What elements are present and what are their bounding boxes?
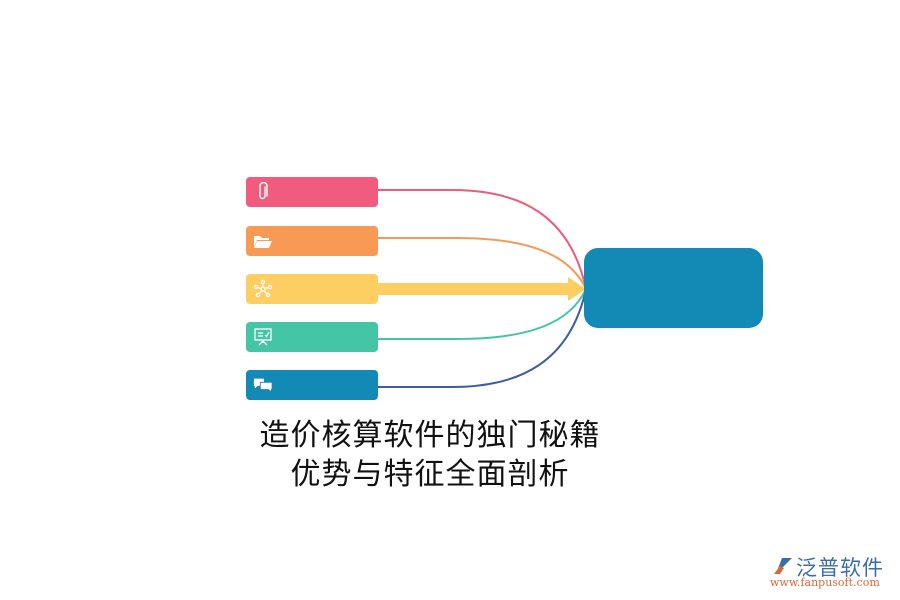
network-icon [253, 279, 273, 299]
fanpu-logo-icon [772, 554, 794, 576]
flow-node-4 [246, 322, 378, 352]
flow-node-3 [246, 274, 378, 304]
caption-line-2: 优势与特征全面剖析 [290, 457, 570, 492]
folder-icon [253, 231, 273, 251]
flow-node-1 [246, 177, 378, 207]
flow-node-2 [246, 226, 378, 256]
watermark-url: www.fanpusoft.com [770, 576, 880, 589]
watermark-logo: 泛普软件 www.fanpusoft.com [768, 552, 893, 592]
paperclip-icon [253, 182, 273, 202]
hub-node [584, 248, 763, 328]
chat-bubbles-icon [253, 375, 273, 395]
flow-node-5 [246, 370, 378, 400]
watermark-brand: 泛普软件 [796, 556, 884, 580]
caption-line-1: 造价核算软件的独门秘籍 [259, 418, 601, 453]
presentation-icon [253, 327, 273, 347]
